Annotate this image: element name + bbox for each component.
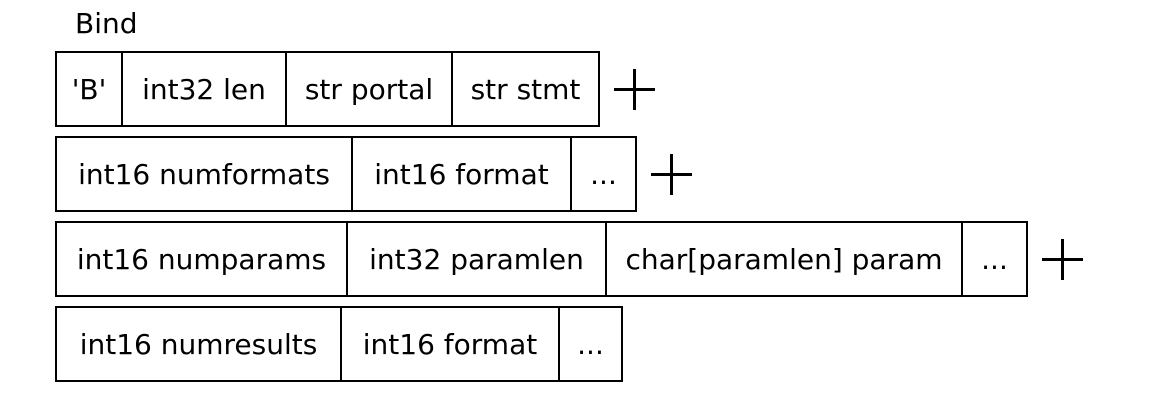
cell-ellipsis: ... bbox=[570, 136, 637, 212]
cell-int16-format: int16 format bbox=[351, 136, 572, 212]
plus-icon bbox=[1042, 238, 1083, 280]
cell-int16-numparams: int16 numparams bbox=[55, 221, 348, 297]
cell-ellipsis: ... bbox=[558, 306, 623, 382]
cell-int16-numformats: int16 numformats bbox=[55, 136, 353, 212]
cell-msg-type: 'B' bbox=[55, 51, 123, 127]
plus-icon bbox=[614, 68, 655, 110]
cell-int32-len: int32 len bbox=[121, 51, 287, 127]
cell-int16-format: int16 format bbox=[340, 306, 560, 382]
diagram-title: Bind bbox=[75, 7, 138, 40]
plus-icon bbox=[651, 153, 692, 195]
row-message-header: 'B' int32 len str portal str stmt bbox=[55, 51, 1154, 127]
cell-str-stmt: str stmt bbox=[451, 51, 600, 127]
cell-str-portal: str portal bbox=[285, 51, 453, 127]
row-params: int16 numparams int32 paramlen char[para… bbox=[55, 221, 1154, 297]
cell-int16-numresults: int16 numresults bbox=[55, 306, 342, 382]
cell-ellipsis: ... bbox=[961, 221, 1028, 297]
cell-int32-paramlen: int32 paramlen bbox=[346, 221, 607, 297]
row-result-formats: int16 numresults int16 format ... bbox=[55, 306, 1154, 382]
cell-char-param: char[paramlen] param bbox=[605, 221, 963, 297]
row-param-formats: int16 numformats int16 format ... bbox=[55, 136, 1154, 212]
